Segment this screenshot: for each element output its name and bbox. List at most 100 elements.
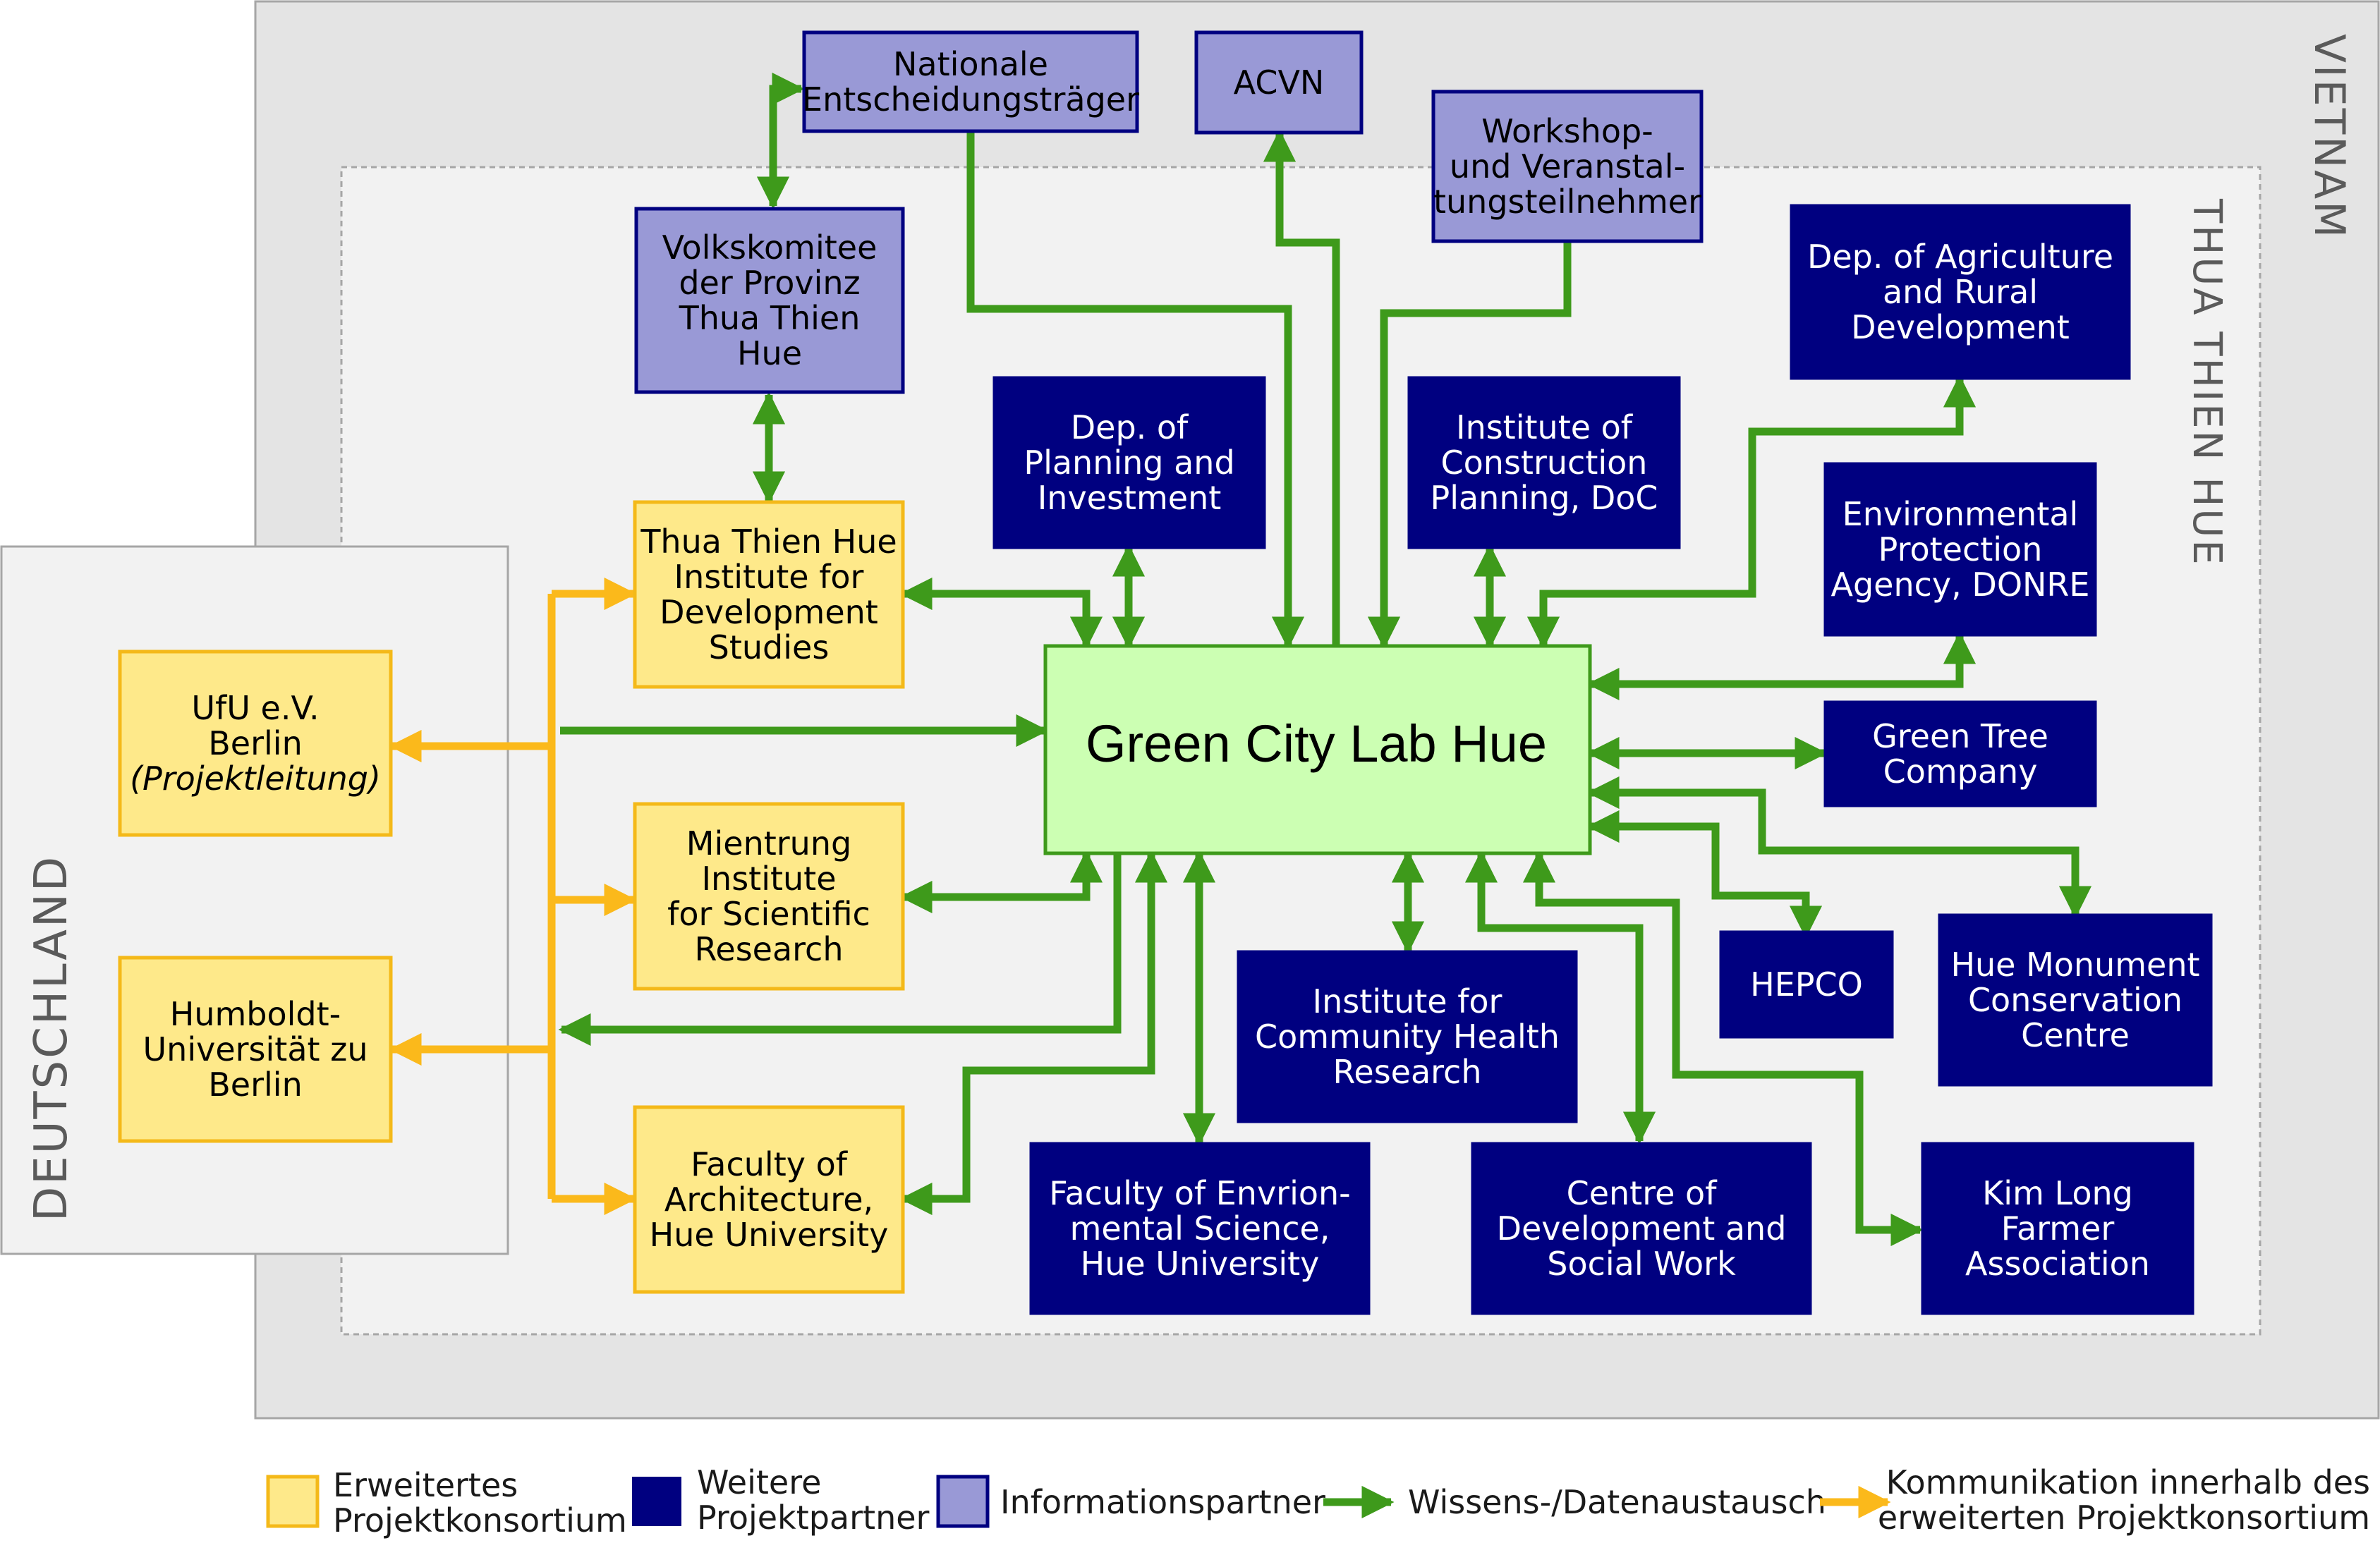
node-box [118,649,393,837]
node-label-line: Association [1965,1245,2150,1283]
node-label-line: Entscheidungsträger [802,80,1139,118]
node-box [1823,700,2097,807]
node-label-line: Institute for [674,558,864,596]
node-box [1921,1142,2194,1315]
legend-knowledge-label: Wissens-/Datenaustausch [1408,1483,1826,1521]
node-label-line: Farmer [2001,1209,2115,1248]
node-label-line: Social Work [1547,1245,1736,1283]
region-label-vietnam: Vietnam [2305,34,2354,240]
region-label-deutschland: Deutschland [25,855,78,1221]
node-label-line: Humboldt- [170,995,341,1033]
node-label-line: Institute [701,860,836,898]
node-label-line: Green Tree [1872,717,2048,755]
node-label-line: Hue University [650,1216,889,1254]
node-box [634,207,905,394]
node-label-line: HEPCO [1750,965,1863,1004]
node-label-line: Faculty of Envrion- [1049,1174,1351,1212]
hub-green-city-lab-hue: Green City Lab Hue [1043,644,1592,855]
legend-partner-line-2: Projektpartner [697,1499,930,1537]
node-box [633,500,905,689]
node-box [1194,30,1364,135]
node-box [1431,90,1704,243]
node-label-line: UfU e.V. [191,689,319,727]
node-label-line: Planning, DoC [1430,479,1658,517]
node-label-line: und Veranstal- [1450,147,1685,185]
node-label-line: Workshop- [1481,112,1653,150]
node-box [1823,462,2097,637]
node-label-line: Nationale [893,45,1048,83]
node-box [1407,376,1681,549]
legend-consortium-line-1: Erweitertes [333,1466,518,1504]
node-label-line: Thua Thien [679,299,861,337]
node-label-line: Hue Monument [1950,946,2199,984]
node-label-line: der Provinz [679,264,860,302]
node-label-line: Mientrung [686,824,851,862]
node-label-line: mental Science, [1070,1209,1330,1248]
node-label-line: tungsteilnehmer [1433,183,1701,221]
node-label-line: Berlin [208,724,303,762]
node-hepco: HEPCO [1719,930,1894,1039]
node-box [1790,204,2131,380]
node-label-line: Thua Thien Hue [640,523,897,561]
node-label-line: Development [1851,308,2070,346]
node-box [633,802,905,991]
node-box [802,30,1139,133]
node-label-line: Company [1883,752,2038,791]
legend-swatch-info [936,1475,990,1528]
node-label-line: and Rural [1883,273,2038,311]
node-label-line: Construction [1441,444,1648,482]
node-box [1938,913,2213,1087]
hub-label: Green City Lab Hue [1086,714,1547,773]
node-label-line: Research [695,930,844,968]
node-workshop: Workshop-und Veranstal-tungsteilnehmer [1431,90,1704,243]
region-label-thua-thien-hue: Thua Thien Hue [2184,198,2230,567]
knowledge-arrows [558,72,2092,1247]
node-label-line: Community Health [1255,1018,1560,1056]
node-label-line: Universität zu [143,1030,368,1068]
node-label-line: Centre [2021,1016,2130,1054]
node-label-line: Development and [1497,1209,1787,1248]
legend-swatch-consortium [266,1475,320,1528]
node-label-line: Dep. of Agriculture [1807,238,2113,276]
node-label-line: Research [1333,1053,1482,1091]
node-label-line: Agency, DONRE [1831,566,2090,604]
node-label-line: (Projektleitung) [130,760,381,798]
node-label-line: Dep. of [1071,408,1189,446]
legend-partner-line-1: Weitere [697,1463,821,1501]
node-acvn: ACVN [1194,30,1364,135]
node-box [1719,930,1894,1039]
node-box [1471,1142,1812,1315]
legend-consortium-line-2: Projektkonsortium [333,1501,627,1539]
node-label-line: Development [660,593,878,631]
legend-communication-line-1: Kommunikation innerhalb des [1886,1463,2370,1501]
node-faculty-env: Faculty of Envrion-mental Science,Hue Un… [1029,1142,1371,1315]
node-label-line: Investment [1038,479,1222,517]
node-label-line: Berlin [208,1066,303,1104]
node-label-line: Architecture, [664,1181,873,1219]
communication-arrows [389,577,637,1216]
node-box [1029,1142,1371,1315]
node-box [633,1105,905,1294]
node-label-line: ACVN [1234,63,1325,102]
node-label-line: Environmental [1842,495,2079,533]
node-ufu: UfU e.V.Berlin(Projektleitung) [118,649,393,837]
node-label-line: Studies [709,628,830,666]
node-label-line: Institute of [1456,408,1634,446]
